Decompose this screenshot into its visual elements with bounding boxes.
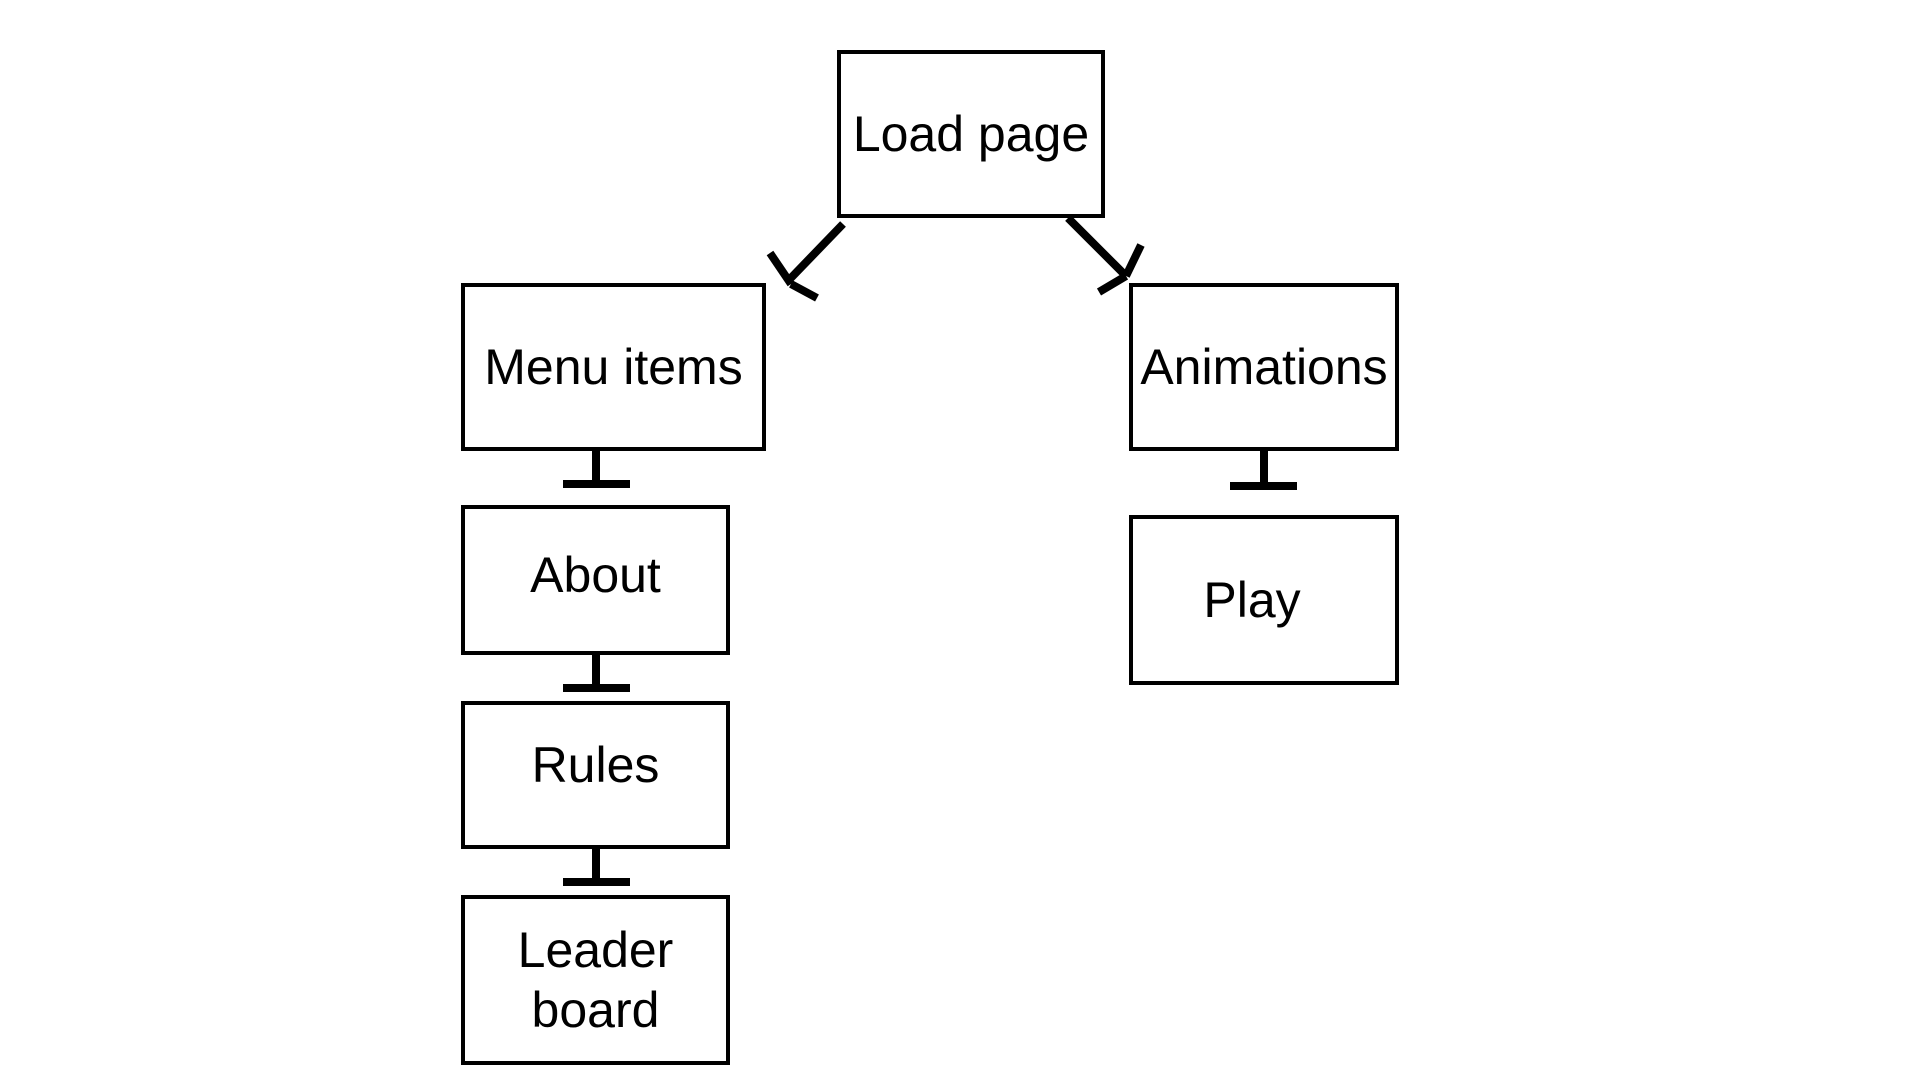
node-about: About [461,505,730,655]
edge-about-to-rules [563,653,630,692]
node-label: Load page [852,106,1090,162]
edge-load-to-anim [1065,215,1145,296]
node-rules: Rules [461,701,730,849]
node-leader-board: Leader board [461,895,730,1065]
edge-menu-to-about [563,449,630,488]
node-label: Leader board [517,922,674,1038]
node-animations: Animations [1129,283,1399,451]
node-label: Rules [531,737,660,793]
node-load-page: Load page [837,50,1105,218]
node-label: Animations [1140,339,1388,395]
edge-load-to-menu [766,221,846,302]
edge-rules-to-leader [563,847,630,886]
node-label: Play [1203,572,1301,628]
node-play: Play [1129,515,1399,685]
node-label: Menu items [484,339,743,395]
node-menu-items: Menu items [461,283,766,451]
node-label: About [530,547,661,603]
edge-anim-to-play [1230,449,1297,490]
